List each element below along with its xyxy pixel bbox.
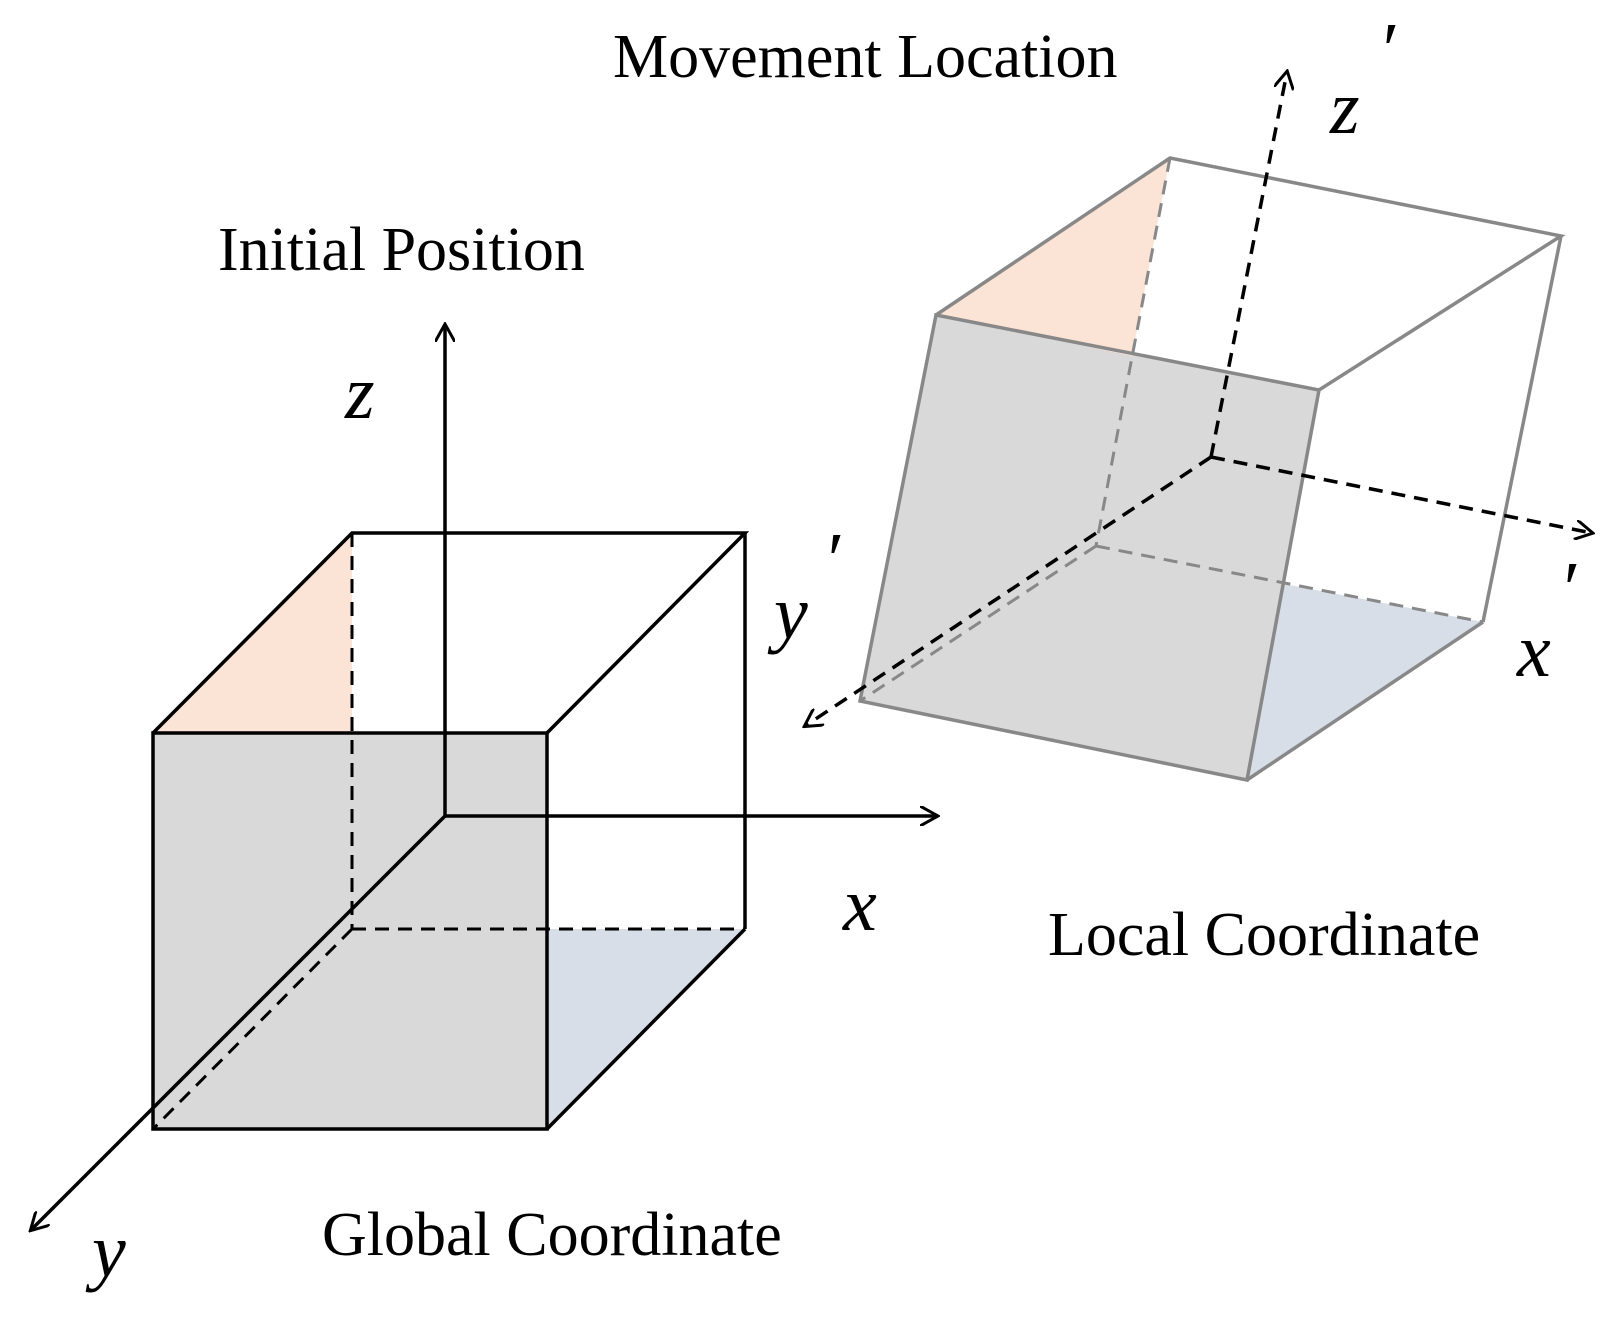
- global-cube-front-edges: [151, 731, 549, 1131]
- global-cube-bottom-right-edge: [545, 927, 747, 1131]
- local-cube: [857, 156, 1566, 783]
- local-hidden-edge-depth: [859, 544, 1097, 703]
- global-coordinate-caption: Global Coordinate: [322, 1201, 782, 1269]
- local-cube-top-edges: [935, 156, 1566, 392]
- local-y-label-group: y ′: [767, 518, 841, 655]
- local-cube-back-right-edge: [1481, 235, 1563, 623]
- local-y-axis: [805, 455, 1212, 726]
- global-axes: [31, 325, 937, 1230]
- global-x-label: x: [842, 863, 877, 947]
- global-hidden-edge-depth: [151, 927, 354, 1131]
- local-z-prime: ′: [1378, 8, 1396, 92]
- global-cube-top-edges: [151, 531, 750, 735]
- local-hidden-edge-horizontal: [1095, 544, 1484, 624]
- local-x-prime: ′: [1559, 547, 1577, 631]
- initial-position-caption: Initial Position: [218, 216, 585, 284]
- local-x-label: x: [1516, 609, 1551, 693]
- local-z-axis: [1209, 72, 1287, 458]
- local-y-label: y: [767, 571, 808, 655]
- global-cube: [151, 531, 750, 1131]
- movement-location-caption: Movement Location: [613, 23, 1117, 91]
- global-z-label: z: [344, 351, 375, 435]
- local-z-label: z: [1329, 66, 1360, 150]
- local-x-axis: [1210, 455, 1592, 533]
- local-coordinate-caption: Local Coordinate: [1048, 901, 1480, 969]
- local-cube-bottom-shade: [1247, 584, 1483, 780]
- local-cube-top-shade: [936, 158, 1170, 356]
- local-axes: [805, 72, 1592, 726]
- global-y-label: y: [85, 1209, 126, 1293]
- global-y-axis: [31, 814, 447, 1230]
- local-cube-bottom-right-edge: [1246, 620, 1484, 782]
- local-z-label-group: z ′: [1329, 8, 1396, 150]
- local-y-prime: ′: [823, 518, 841, 602]
- local-cube-front-face: [860, 315, 1319, 780]
- local-x-label-group: x ′: [1516, 547, 1577, 693]
